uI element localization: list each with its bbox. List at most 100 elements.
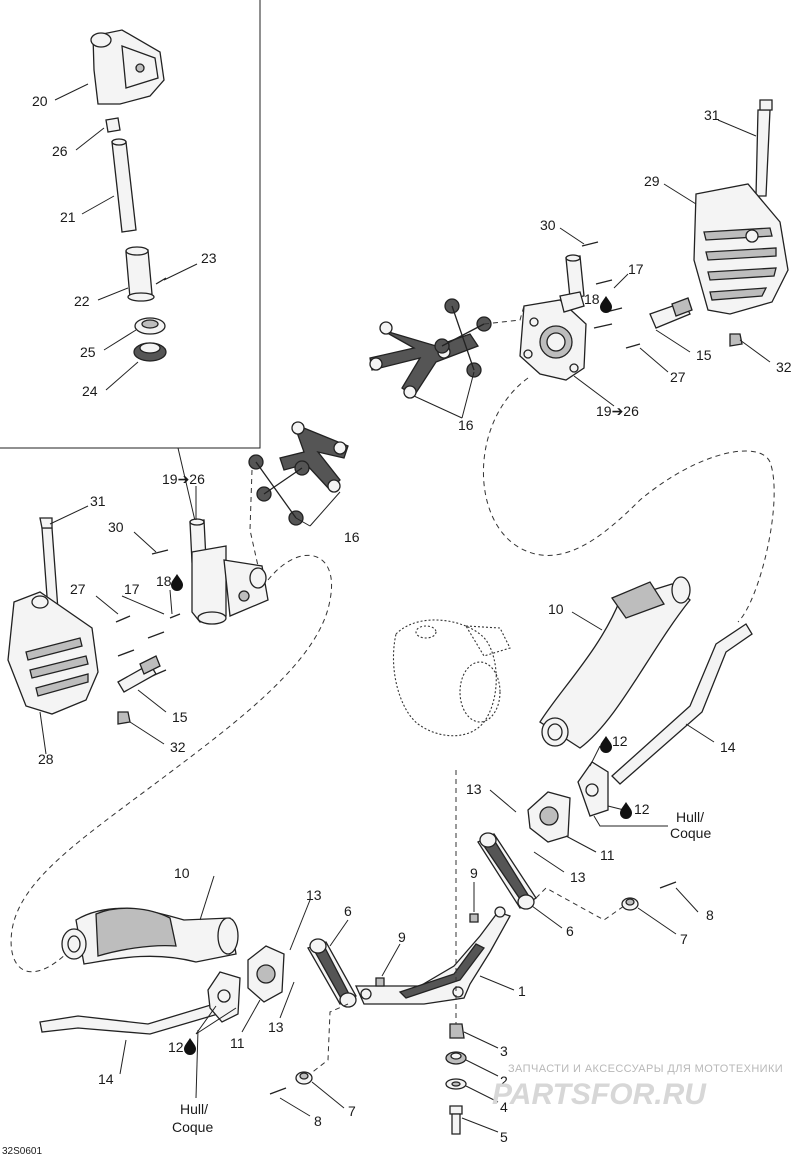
part-19-housing-left [189, 518, 269, 625]
callout-11-right: 11 [600, 847, 615, 863]
part-22-sleeve [125, 246, 155, 302]
part-28-guard-left [7, 591, 99, 715]
part-8-bolt-left [269, 1087, 287, 1095]
watermark: ЗАПЧАСТИ И АКСЕССУАРЫ ДЛЯ МОТОТЕХНИКИ PA… [492, 1063, 783, 1111]
callout-31-right: 31 [704, 107, 720, 123]
callout-24: 24 [82, 383, 98, 399]
callout-3: 3 [500, 1043, 508, 1059]
part-12-gasket-right [577, 761, 609, 817]
part-20-bracket [90, 29, 165, 105]
callout-20: 20 [32, 93, 48, 109]
callout-28: 28 [38, 751, 54, 767]
callout-8-left: 8 [314, 1113, 322, 1129]
callout-16-left: 16 [344, 529, 360, 545]
part-26-bushing [105, 117, 121, 133]
callout-12-left: 12 [168, 1039, 184, 1055]
dashed-loop-left [10, 554, 332, 973]
callout-13-c: 13 [306, 887, 322, 903]
callout-18-left: 18 [156, 573, 172, 589]
dashed-loop-right [483, 377, 775, 623]
callout-17-left: 17 [124, 581, 140, 597]
lower-leaders [119, 611, 715, 1133]
middle-left-leaders [39, 486, 341, 755]
part-9-nut-left [375, 977, 385, 987]
callout-32-left: 32 [170, 739, 186, 755]
part-8-bolt-right [659, 881, 677, 889]
part-12-gasket-left [207, 971, 241, 1023]
hull-label-left-line1: Hull/ [180, 1101, 208, 1117]
callout-22: 22 [74, 293, 90, 309]
hull-outline [392, 619, 511, 737]
callout-9-right: 9 [470, 865, 478, 881]
upper-right-leaders [413, 119, 771, 419]
hull-label-right-line1: Hull/ [676, 809, 704, 825]
callout-4: 4 [500, 1099, 508, 1115]
part-30-bolt-right [581, 241, 599, 247]
callout-27-left: 27 [70, 581, 86, 597]
callout-26: 26 [52, 143, 68, 159]
part-15-handle-left [117, 655, 161, 693]
part-27-bolts-right [593, 279, 641, 349]
callout-19-26-right: 19➔26 [596, 403, 639, 419]
callout-15-left: 15 [172, 709, 188, 725]
part-11-flange-left [247, 945, 285, 1003]
callout-labels: 20 26 21 23 22 25 24 31 29 30 17 18 15 2… [2, 93, 792, 1157]
part-19-housing-right [519, 254, 587, 381]
callout-11-left: 11 [230, 1035, 245, 1051]
callout-7-left: 7 [348, 1103, 356, 1119]
part-5-bolt [449, 1105, 463, 1135]
part-16-linkage-left [248, 421, 349, 526]
callout-10-right: 10 [548, 601, 564, 617]
part-32-nut-right [729, 333, 743, 347]
hull-label-right-line2: Coque [670, 825, 711, 841]
part-32-nut-left [117, 711, 131, 725]
part-29-guard-right [693, 183, 789, 315]
part-6-link-right [477, 832, 537, 910]
dashed-link-right-washer [535, 887, 625, 921]
part-16-linkage-right [369, 298, 492, 399]
callout-14-right: 14 [720, 739, 736, 755]
detail-frame [0, 0, 261, 449]
part-30-bolt-left [151, 549, 169, 555]
callout-12-right-a: 12 [612, 733, 628, 749]
callout-10-left: 10 [174, 865, 190, 881]
callout-8-right: 8 [706, 907, 714, 923]
oil-drop-icon [171, 296, 632, 1055]
watermark-line1: ЗАПЧАСТИ И АКСЕССУАРЫ ДЛЯ МОТОТЕХНИКИ [508, 1063, 783, 1075]
diagram-code: 32S0601 [2, 1146, 42, 1157]
dashed-link-left-linkage [249, 469, 259, 567]
part-31-bolt-right [755, 99, 773, 197]
callout-1: 1 [518, 983, 526, 999]
part-14-tube-right [611, 623, 753, 785]
inset-leaders [54, 83, 198, 391]
callout-6-right: 6 [566, 923, 574, 939]
part-6-link-left [307, 938, 357, 1008]
hull-label-left-line2: Coque [172, 1119, 213, 1135]
callout-13-d: 13 [268, 1019, 284, 1035]
callout-31-left: 31 [90, 493, 106, 509]
callout-7-right: 7 [680, 931, 688, 947]
callout-13-b: 13 [570, 869, 586, 885]
watermark-line2: PARTSFOR.RU [492, 1078, 707, 1111]
part-7-washer-left [295, 1071, 313, 1085]
dashed-link-right-linkage [483, 305, 525, 325]
part-1-lever [354, 906, 511, 1005]
part-2-bushing [445, 1051, 467, 1065]
callout-32-right: 32 [776, 359, 792, 375]
callout-21: 21 [60, 209, 76, 225]
part-24-nut [133, 342, 167, 362]
callout-25: 25 [80, 344, 96, 360]
callout-16-right: 16 [458, 417, 474, 433]
callout-2: 2 [500, 1073, 508, 1089]
callout-9-left: 9 [398, 929, 406, 945]
callout-14-left: 14 [98, 1071, 114, 1087]
part-4-washer [445, 1078, 467, 1090]
callout-18-right: 18 [584, 291, 600, 307]
part-14-tube-left [39, 1003, 219, 1035]
callout-5: 5 [500, 1129, 508, 1145]
callout-30-left: 30 [108, 519, 124, 535]
callout-13-a: 13 [466, 781, 482, 797]
callout-19-26-left: 19➔26 [162, 471, 205, 487]
part-23-pin [155, 277, 167, 285]
